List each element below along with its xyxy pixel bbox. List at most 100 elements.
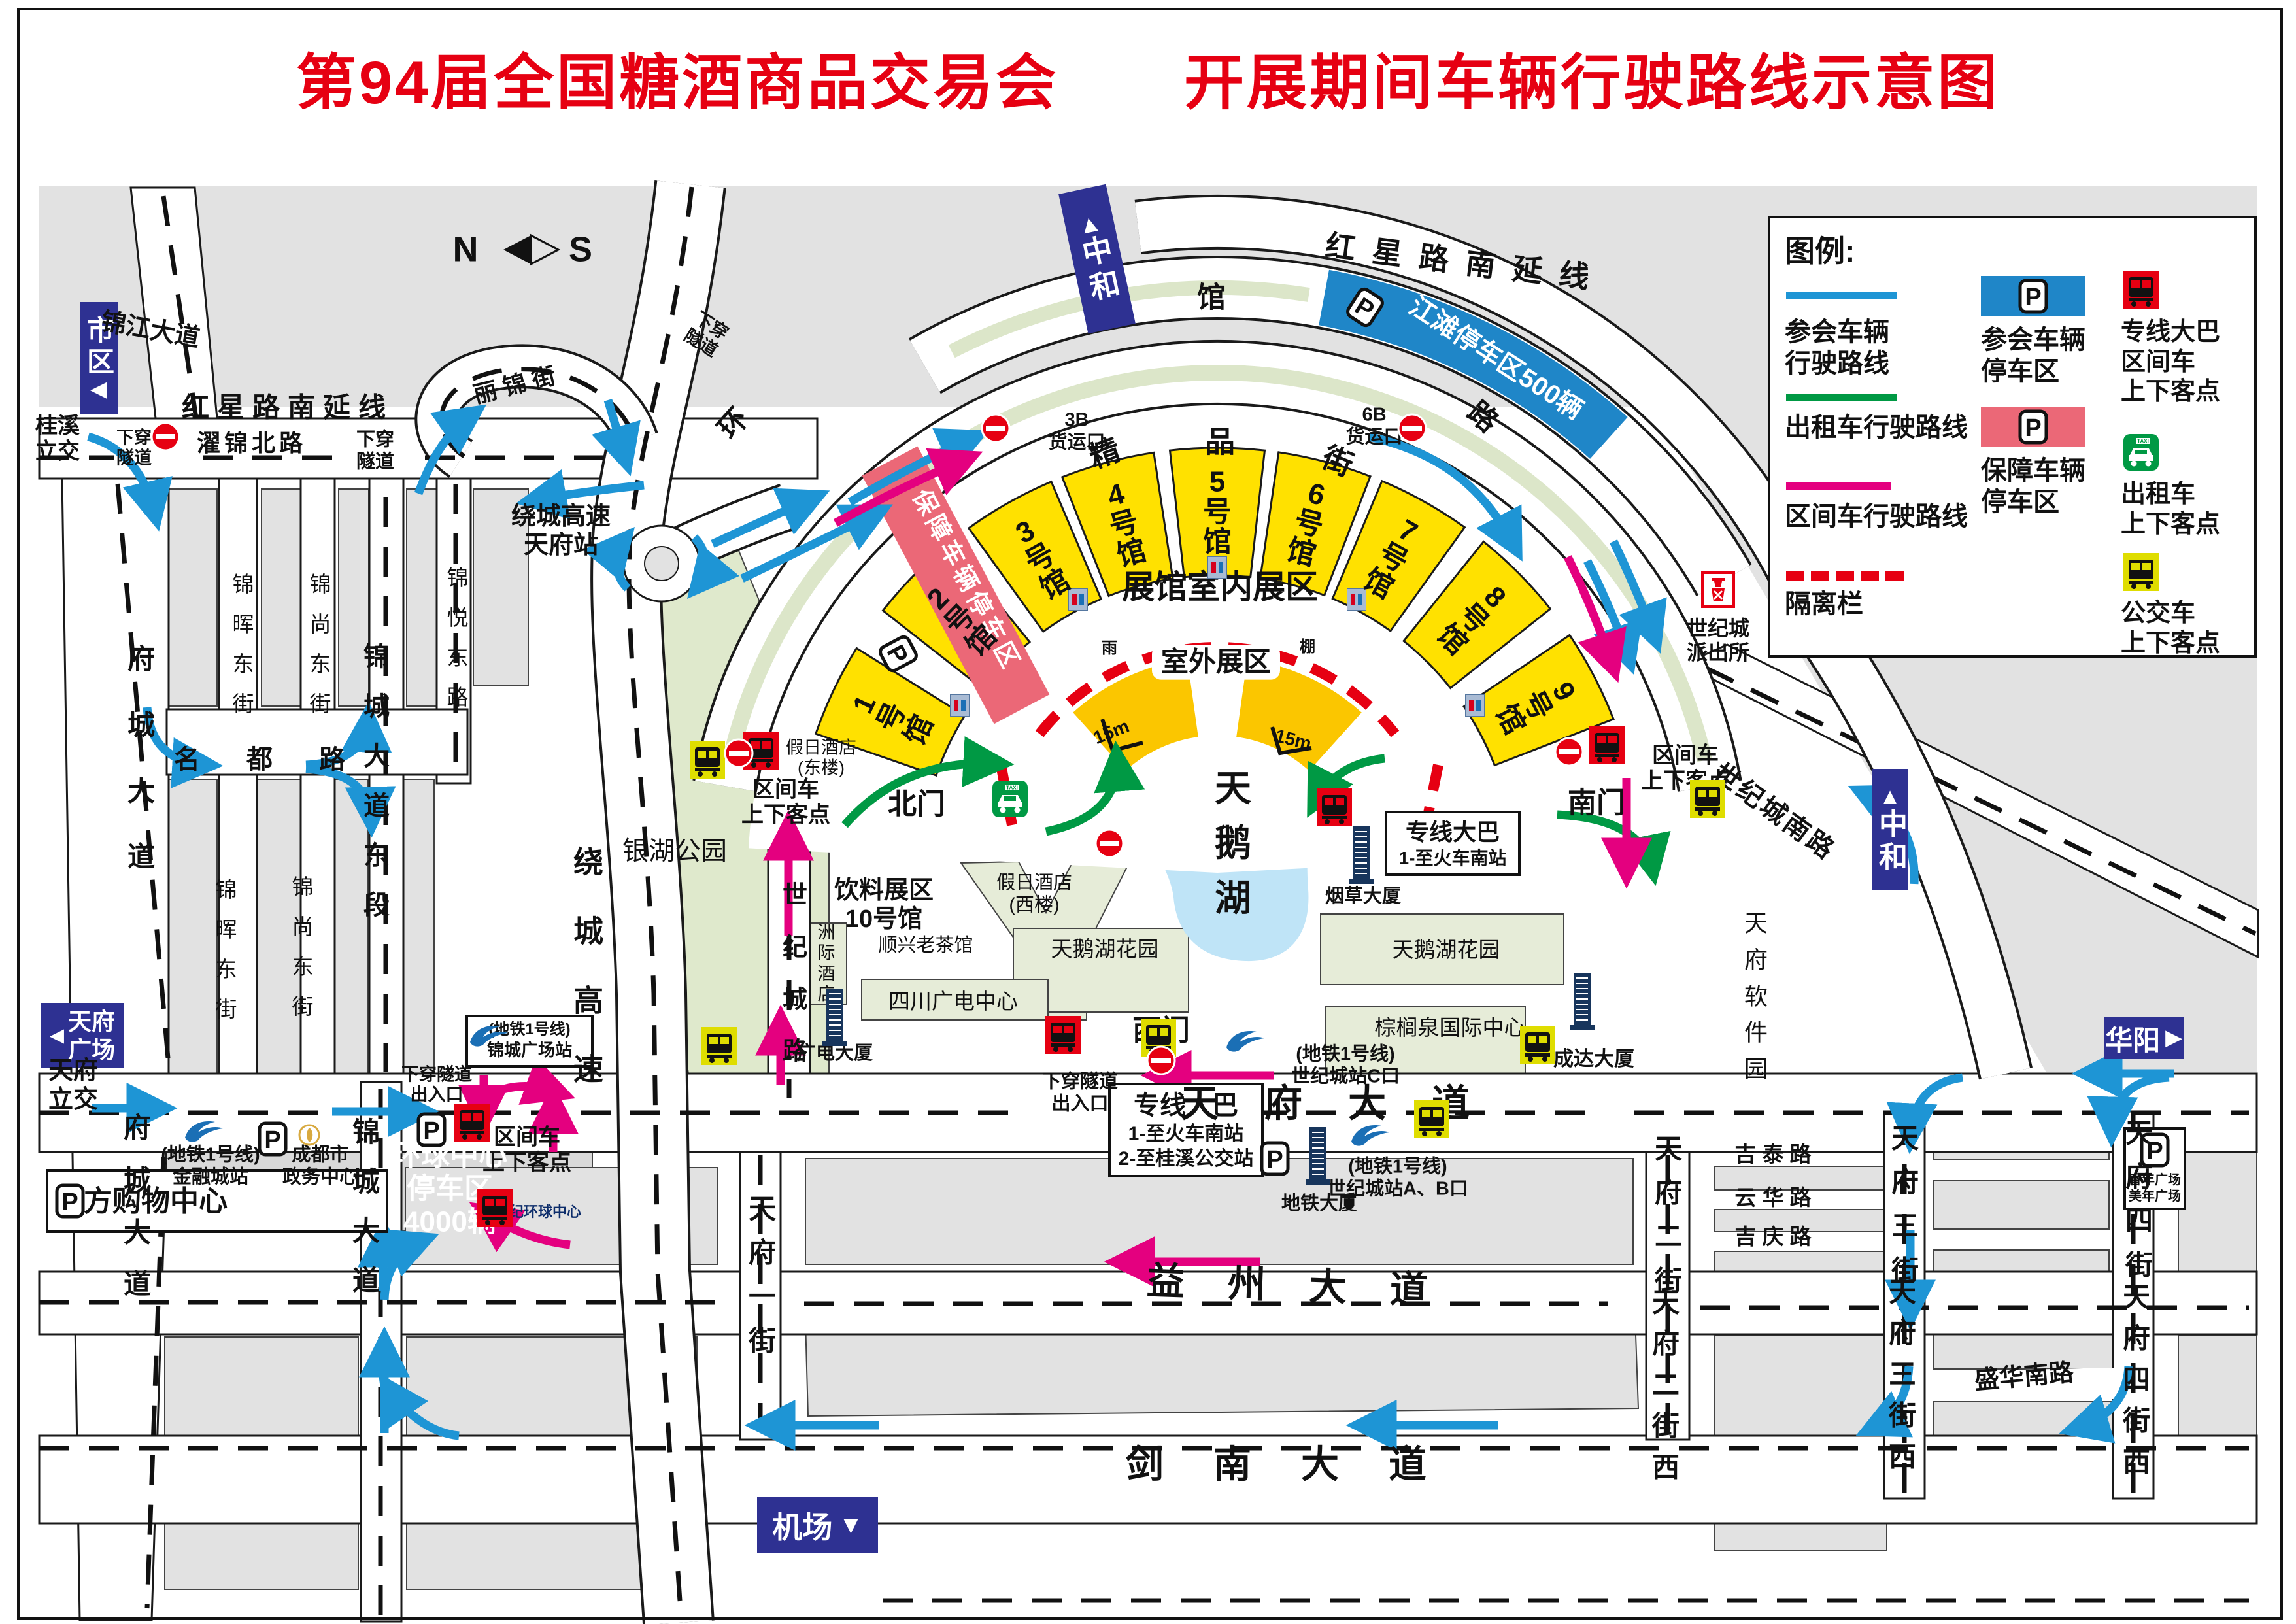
sign-airport-text: 机场 <box>772 1510 833 1544</box>
shuttle-bus-title: 专线大巴 <box>1134 1091 1238 1120</box>
map-label: (地铁1号线) 世纪城站A、B口 <box>1327 1156 1468 1199</box>
attendee-parking-label: 参会车辆 停车区 <box>1981 326 2085 386</box>
legend: 图例: 参会车辆 行驶路线 出租车行驶路线 区间车行驶路线 隔离栏 P 参会车辆… <box>1768 216 2257 658</box>
map-label: 雨 <box>1102 639 1117 658</box>
svg-text:P: P <box>2146 1138 2163 1165</box>
svg-text:P: P <box>2025 414 2041 442</box>
sign-airport: 机场 ▼ <box>757 1497 878 1553</box>
map-label: 品 <box>1205 424 1235 459</box>
bus-stop-icon <box>2123 553 2159 591</box>
sign-airport-arrow-icon: ▼ <box>839 1511 863 1538</box>
no-entry-icon <box>150 422 180 452</box>
support-parking-sample: P <box>1981 407 2085 447</box>
government-emblem-icon <box>298 1124 320 1146</box>
map-label: 南门 <box>1568 787 1625 819</box>
tower-building-icon <box>820 986 850 1049</box>
sign-zhonghe-right-arrow-icon: ▲ <box>1878 784 1902 810</box>
taxi-stop-label: 出租车 上下客点 <box>2121 481 2221 538</box>
svg-text:TAXI: TAXI <box>1006 785 1018 791</box>
restroom-icon <box>1207 556 1227 579</box>
compass-north: N <box>452 229 479 269</box>
map-label: 锦 晖 东 街 <box>215 877 237 1022</box>
sign-zhonghe-right-text: 中和 <box>1874 808 1906 874</box>
map-label: 烟草大厦 <box>1325 886 1402 907</box>
jiufang-parking-callout: P 九方购物中心 <box>46 1169 388 1233</box>
exhibition-hall <box>1060 451 1174 598</box>
svg-text:P: P <box>1266 1146 1283 1174</box>
map-label: 四川广电中心 <box>888 989 1018 1013</box>
shuttle-bus-stop-icon <box>1317 788 1352 826</box>
compass-south: S <box>568 229 593 269</box>
map-label: 天 府 软 件 园 <box>1744 909 1768 1083</box>
no-entry-icon <box>724 738 754 768</box>
route-arrow <box>1610 539 1667 654</box>
sign-huayang-text: 华阳 <box>2105 1024 2161 1056</box>
map-label: 锦 悦 东 路 <box>447 565 469 710</box>
xiangnian-line1: 香年广场 <box>2129 1173 2181 1187</box>
parking-icon: P <box>875 632 920 675</box>
parking-icon: P <box>55 1183 85 1219</box>
shuttle-stop-label: 专线大巴 区间车 上下客点 <box>2121 318 2221 406</box>
route-arrow <box>847 428 990 506</box>
sign-tianfu-square-text: 天府 广场 <box>68 1007 116 1063</box>
sign-downtown-arrow-icon: ◀ <box>90 377 107 402</box>
map-label: 天 府 三 街 <box>1891 1123 1919 1286</box>
exhibition-hall <box>814 647 966 777</box>
parking-icon: P <box>1260 1141 1290 1176</box>
map-label: 濯锦北路 <box>196 430 307 457</box>
map-label: 成都市 政务中心 <box>282 1144 359 1187</box>
svg-text:TAXI: TAXI <box>2137 439 2149 445</box>
route-arrow <box>1564 555 1627 683</box>
map-label: 棕榈泉国际中心 <box>1374 1015 1526 1040</box>
map-label: 成达大厦 <box>1553 1047 1634 1071</box>
route-arrow <box>841 736 1015 828</box>
no-entry-icon <box>1094 828 1124 858</box>
shuttle-bus-south-line1: 1-至火车南站 <box>1398 848 1507 868</box>
map-label: 假日酒店 (东楼) <box>786 737 856 778</box>
shuttle-route-arrow-sample <box>1786 482 1891 490</box>
map-label: 天鹅湖花园 <box>1051 936 1159 961</box>
map-label: 云 华 路 <box>1734 1185 1812 1210</box>
map-label: 6B 货运口 <box>1345 404 1403 447</box>
sign-tianfu-square-arrow-icon: ◀ <box>49 1024 65 1046</box>
shuttle-route-label: 区间车行驶路线 <box>1785 502 1968 531</box>
map-label: 天 府 一 街 <box>748 1193 777 1357</box>
restroom-icon <box>950 694 970 717</box>
route-arrow <box>143 707 224 788</box>
map-label: 绕 城 高 速 <box>573 845 603 1087</box>
route-arrow <box>414 404 487 496</box>
sign-huayang-arrow-icon: ▶ <box>2165 1026 2182 1051</box>
metro-line1-logo-icon <box>182 1118 226 1144</box>
sign-downtown: 市区 ◀ <box>80 302 118 414</box>
bus-stop-icon <box>690 741 725 779</box>
xiangnian-parking-callout: P 香年广场 美年广场 <box>2123 1127 2186 1210</box>
map-label: 饮料展区 10号馆 <box>834 876 934 933</box>
police-station-icon <box>1701 571 1735 608</box>
map-label: 天鹅湖花园 <box>1392 937 1500 962</box>
bus-stop-icon <box>1690 780 1725 818</box>
shuttle-bus-line1: 1-至火车南站 <box>1128 1123 1244 1145</box>
tower-building-icon <box>1567 970 1597 1033</box>
svg-text:P: P <box>2025 284 2041 311</box>
jincheng-station-line1: (地铁1号线) <box>488 1021 571 1038</box>
sign-downtown-text: 市区 <box>83 316 114 379</box>
map-label: 下穿隧道 出入口 <box>1041 1071 1119 1114</box>
hall-label: 5 号 馆 <box>1203 465 1232 558</box>
map-label: 地铁大厦 <box>1281 1193 1358 1215</box>
bus-stop-icon <box>1520 1026 1555 1064</box>
shuttle-bus-callout-center: 专线大巴 1-至火车南站 2-至桂溪公交站 <box>1108 1083 1264 1177</box>
map-label: 世纪城 派出所 <box>1686 616 1750 664</box>
map-label: 天 府 四 街 西 <box>2122 1281 2151 1478</box>
map-label: 3B 货运口 <box>1048 409 1106 452</box>
map-label: 天府 立交 <box>48 1057 99 1113</box>
route-arrow <box>1886 1073 1963 1155</box>
svg-text:P: P <box>61 1189 78 1216</box>
map-label: (地铁1号线) 世纪城站C口 <box>1291 1043 1400 1087</box>
tower-building-icon <box>1346 824 1376 887</box>
map-label: (地铁1号线) 金融城站 <box>161 1144 260 1187</box>
map-label: 天府大道 <box>1180 1082 1516 1125</box>
map-label: 北门 <box>888 788 945 820</box>
map-label: 桂溪 立交 <box>35 413 80 464</box>
map-label: 顺兴老茶馆 <box>878 935 973 956</box>
jincheng-station-line2: 锦城广场站 <box>486 1040 572 1060</box>
